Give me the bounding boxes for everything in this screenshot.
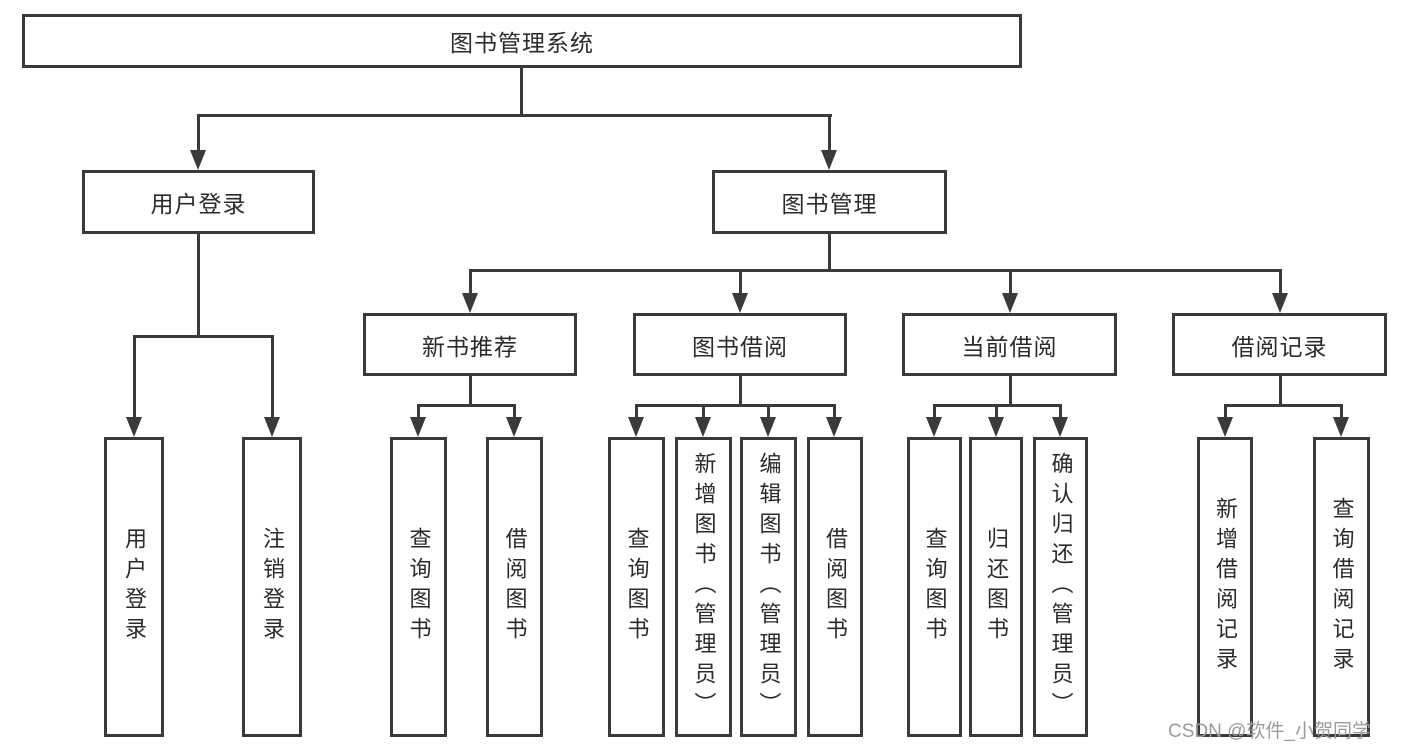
- arrowhead-down: [1272, 293, 1288, 313]
- leaf-query-books-current: 查询图书: [907, 437, 962, 737]
- connector-line: [933, 404, 936, 419]
- arrowhead-down: [410, 417, 426, 437]
- arrowhead-down: [506, 417, 522, 437]
- connector-line: [739, 376, 742, 407]
- arrowhead-down: [926, 417, 942, 437]
- arrowhead-down: [628, 417, 644, 437]
- node-label: 图书管理系统: [450, 30, 594, 56]
- csdn-watermark: CSDN @软件_小贺同学: [1168, 721, 1371, 742]
- connector-line: [197, 114, 200, 156]
- connector-line: [702, 404, 705, 419]
- arrowhead-down: [732, 293, 748, 313]
- node-borrow-records: 借阅记录: [1172, 313, 1387, 376]
- node-new-book-recommend: 新书推荐: [363, 313, 577, 376]
- arrowhead-down: [760, 417, 776, 437]
- connector-line: [197, 234, 200, 338]
- connector-line: [513, 404, 516, 419]
- connector-line: [1340, 404, 1343, 419]
- leaf-add-borrow-record: 新增借阅记录: [1197, 437, 1253, 737]
- leaf-query-books-recommend: 查询图书: [390, 437, 447, 737]
- leaf-return-books: 归还图书: [969, 437, 1023, 737]
- connector-line: [271, 335, 274, 419]
- leaf-query-borrow-record: 查询借阅记录: [1313, 437, 1370, 737]
- leaf-borrow-books-recommend: 借阅图书: [486, 437, 543, 737]
- connector-line: [469, 376, 472, 407]
- leaf-user-login: 用户登录: [104, 437, 164, 737]
- node-label: 查询借阅记录: [1329, 497, 1355, 677]
- leaf-borrow-books: 借阅图书: [807, 437, 863, 737]
- connector-line: [767, 404, 770, 419]
- leaf-query-books-borrow: 查询图书: [608, 437, 665, 737]
- connector-line: [1009, 269, 1012, 295]
- arrowhead-down: [1002, 293, 1018, 313]
- node-label: 注销登录: [260, 527, 285, 647]
- arrowhead-down: [462, 293, 478, 313]
- leaf-confirm-return-admin: 确认归还（管理员）: [1033, 437, 1088, 737]
- node-label: 图书管理: [781, 191, 878, 217]
- leaf-edit-books-admin: 编辑图书（管理员）: [740, 437, 797, 737]
- node-label: 查询图书: [922, 527, 948, 647]
- connector-line: [635, 404, 638, 419]
- arrowhead-down: [826, 417, 842, 437]
- node-label: 当前借阅: [961, 333, 1058, 360]
- arrowhead-down: [988, 417, 1004, 437]
- connector-line: [1009, 376, 1012, 407]
- node-book-management: 图书管理: [712, 170, 947, 234]
- connector-line: [1279, 376, 1282, 407]
- node-label: 新增图书（管理员）: [691, 452, 717, 722]
- connector-line: [417, 404, 516, 407]
- node-user-login: 用户登录: [82, 170, 315, 234]
- leaf-add-books-admin: 新增图书（管理员）: [675, 437, 732, 737]
- node-label: 借阅图书: [823, 527, 848, 647]
- arrowhead-down: [1217, 417, 1233, 437]
- connector-line: [739, 269, 742, 295]
- node-label: 查询图书: [406, 527, 432, 647]
- node-label: 新书推荐: [422, 333, 518, 360]
- connector-line: [833, 404, 836, 419]
- connector-line: [828, 234, 831, 272]
- node-label: 查询图书: [624, 527, 650, 647]
- connector-line: [133, 335, 136, 419]
- arrowhead-down: [821, 150, 837, 170]
- leaf-logout: 注销登录: [242, 437, 302, 737]
- connector-line: [1279, 269, 1282, 295]
- node-root-system: 图书管理系统: [22, 14, 1022, 68]
- arrowhead-down: [190, 150, 206, 170]
- connector-line: [1224, 404, 1227, 419]
- connector-line: [1224, 404, 1343, 407]
- connector-line: [133, 335, 274, 338]
- node-label: 用户登录: [122, 527, 147, 647]
- arrowhead-down: [126, 417, 142, 437]
- node-current-borrow: 当前借阅: [902, 313, 1117, 376]
- node-label: 归还图书: [984, 527, 1009, 647]
- arrowhead-down: [264, 417, 280, 437]
- arrowhead-down: [695, 417, 711, 437]
- node-label: 借阅图书: [502, 527, 528, 647]
- arrowhead-down: [1333, 417, 1349, 437]
- connector-line: [469, 269, 1282, 272]
- node-label: 确认归还（管理员）: [1048, 452, 1074, 722]
- connector-line: [469, 269, 472, 295]
- node-label: 用户登录: [150, 191, 247, 217]
- connector-line: [1059, 404, 1062, 419]
- connector-line: [828, 114, 831, 156]
- connector-line: [635, 404, 836, 407]
- connector-line: [995, 404, 998, 419]
- node-label: 图书借阅: [692, 333, 788, 360]
- node-label: 新增借阅记录: [1213, 497, 1238, 677]
- connector-line: [197, 114, 832, 117]
- arrowhead-down: [1052, 417, 1068, 437]
- node-label: 编辑图书（管理员）: [756, 452, 782, 722]
- node-book-borrow: 图书借阅: [633, 313, 847, 376]
- node-label: 借阅记录: [1231, 333, 1328, 360]
- connector-line: [520, 68, 523, 117]
- connector-line: [417, 404, 420, 419]
